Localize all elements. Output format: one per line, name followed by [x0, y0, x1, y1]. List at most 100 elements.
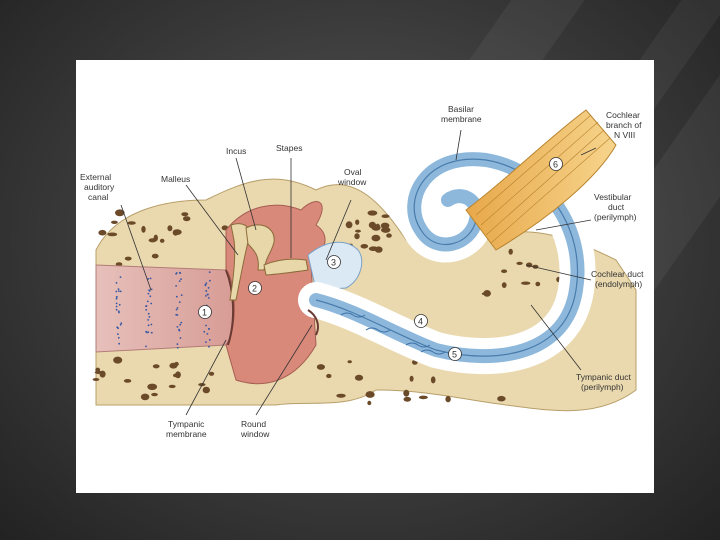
canal-dot	[147, 324, 150, 327]
marker-4: 4	[414, 314, 428, 328]
bone-pore	[508, 248, 513, 255]
canal-dot	[115, 308, 118, 311]
bone-pore	[354, 233, 360, 240]
canal-dot	[175, 308, 178, 311]
bone-pore	[501, 269, 508, 273]
bone-pore	[148, 238, 157, 243]
canal-dot	[119, 276, 122, 278]
canal-dot	[149, 277, 152, 280]
bone-pore	[115, 262, 123, 267]
canal-dot	[205, 282, 208, 285]
bone-pore	[168, 384, 176, 389]
canal-dot	[180, 278, 182, 280]
slide-frame: Incus Stapes Oval window Basilar membran…	[76, 60, 654, 493]
bone-pore	[381, 227, 391, 233]
bone-pore	[497, 395, 506, 402]
canal-dot	[117, 336, 120, 339]
canal-dot	[207, 287, 210, 289]
canal-dot	[117, 310, 120, 313]
bone-pore	[202, 386, 210, 394]
canal-dot	[178, 329, 181, 332]
canal-dot	[176, 347, 179, 349]
bone-pore	[354, 374, 364, 381]
bone-pore	[183, 216, 191, 222]
canal-dot	[209, 279, 211, 282]
canal-dot	[117, 290, 120, 292]
bone-pore	[371, 224, 381, 231]
canal-dot	[115, 290, 118, 293]
canal-dot	[208, 271, 211, 273]
canal-dot	[208, 339, 211, 341]
bone-pore	[430, 376, 436, 384]
bone-pore	[501, 282, 507, 288]
canal-dot	[178, 301, 181, 303]
bone-pore	[95, 367, 101, 372]
bone-pore	[409, 375, 414, 382]
marker-6: 6	[549, 157, 563, 171]
svg-text:5: 5	[452, 350, 457, 360]
canal-dot	[145, 305, 148, 307]
canal-dot	[175, 285, 177, 287]
bone-pore	[175, 371, 181, 379]
svg-text:2: 2	[252, 284, 257, 294]
bone-pore	[140, 393, 150, 401]
canal-dot	[147, 312, 150, 315]
bone-pore	[127, 221, 136, 225]
canal-dot	[207, 297, 210, 299]
incus	[245, 224, 275, 271]
bone-pore	[371, 234, 381, 242]
bone-pore	[360, 244, 369, 249]
canal-dot	[208, 327, 210, 330]
canal-dot	[175, 313, 178, 316]
canal-dot	[176, 326, 179, 328]
canal-dot	[115, 305, 118, 308]
svg-text:4: 4	[418, 317, 423, 327]
canal-dot	[115, 296, 118, 298]
canal-dot	[179, 337, 182, 339]
bone-pore	[516, 261, 523, 265]
bone-pore	[159, 238, 165, 243]
canal-dot	[203, 330, 206, 333]
label-cochlear-branch: Cochlear branch of N VIII	[606, 110, 644, 140]
canal-dot	[205, 290, 208, 292]
bone-pore	[403, 389, 410, 397]
canal-dot	[206, 293, 209, 296]
canal-dot	[175, 272, 177, 275]
canal-dot	[179, 272, 182, 274]
bone-pore	[98, 229, 107, 236]
bone-pore	[152, 364, 160, 369]
fluid-wave-arrows	[340, 312, 446, 355]
canal-dot	[119, 323, 122, 326]
canal-dot	[150, 323, 153, 326]
bone-pore	[92, 378, 100, 381]
label-round-window: Round window	[240, 419, 270, 439]
stapes	[263, 258, 309, 276]
bone-pore	[111, 220, 118, 224]
canal-dot	[175, 295, 178, 298]
canal-dot	[179, 323, 182, 326]
svg-text:6: 6	[553, 160, 558, 170]
label-external-canal: External auditory canal	[80, 172, 117, 202]
canal-dot	[208, 345, 210, 348]
leader-lines	[120, 129, 597, 416]
bone-pore	[365, 391, 375, 398]
label-vestibular-duct: Vestibular duct (perilymph)	[594, 192, 637, 222]
bone-pore	[345, 221, 353, 229]
canal-dot	[115, 302, 118, 305]
bone-pore	[208, 371, 215, 376]
canal-dot	[145, 308, 148, 311]
canal-dot	[148, 290, 151, 292]
label-stapes: Stapes	[276, 143, 302, 153]
external-auditory-canal	[95, 264, 235, 353]
canal-dot	[146, 331, 148, 334]
round-window	[307, 309, 319, 336]
canal-dot	[176, 307, 179, 309]
label-incus: Incus	[226, 146, 246, 156]
bone-pore	[124, 256, 132, 261]
canal-dot	[205, 324, 208, 327]
canal-dot	[147, 292, 150, 295]
canal-dot	[116, 326, 119, 329]
canal-dot	[147, 319, 149, 321]
bone-pore	[181, 212, 189, 217]
canal-dot	[206, 333, 209, 335]
